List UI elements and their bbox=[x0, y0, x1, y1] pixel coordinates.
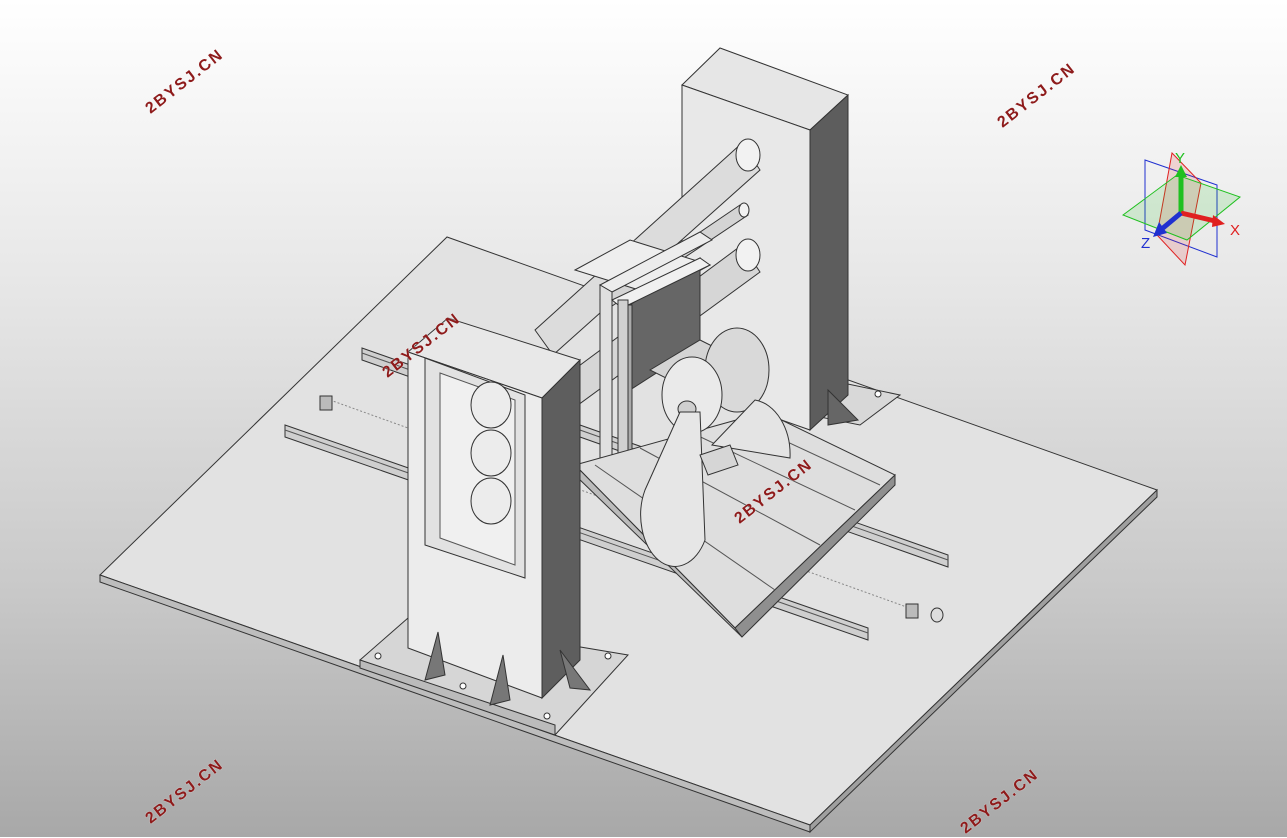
x-axis-icon bbox=[1180, 210, 1216, 224]
base-plate-side-edge bbox=[809, 488, 1158, 834]
slide-frame bbox=[573, 231, 713, 496]
coordinate-triad: Y X Z bbox=[1121, 150, 1242, 267]
triad-z-label: Z bbox=[1141, 235, 1150, 252]
plane-xy bbox=[1144, 159, 1218, 258]
limit-switch-right-knob bbox=[930, 607, 944, 623]
cam-arm bbox=[640, 411, 739, 567]
limit-switch-wire bbox=[329, 399, 916, 611]
z-axis-icon bbox=[1161, 211, 1183, 230]
triad-x-label: X bbox=[1230, 222, 1240, 239]
limit-switch-left bbox=[319, 395, 333, 411]
cutting-disc bbox=[710, 399, 791, 459]
triad-y-label: Y bbox=[1175, 150, 1185, 167]
limit-switch-right bbox=[905, 603, 919, 619]
drive-motor bbox=[648, 327, 770, 434]
front-column bbox=[359, 317, 629, 736]
